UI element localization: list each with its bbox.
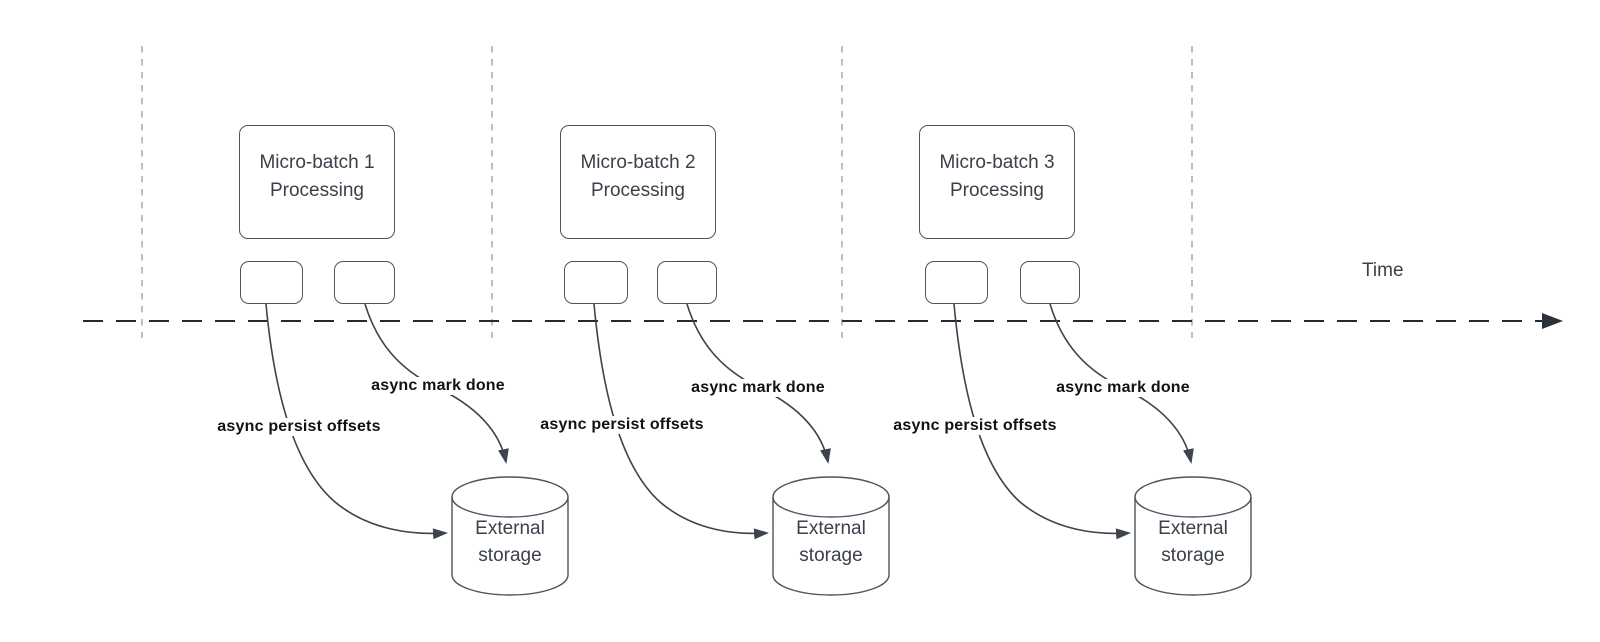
mark-done-label-3: async mark done: [1053, 379, 1193, 397]
done-task-box-2: [657, 261, 717, 304]
offset-task-box-3: [925, 261, 988, 304]
micro-batch-2-node: Micro-batch 2 Processing: [560, 125, 716, 239]
external-storage-label-2: External storage: [796, 518, 866, 566]
persist-offsets-arrow-3: [953, 303, 1131, 540]
done-task-box-1: [334, 261, 395, 304]
micro-batch-3-node: Micro-batch 3 Processing: [919, 125, 1075, 239]
external-storage-label-3: External storage: [1158, 518, 1228, 566]
micro-batch-1-node: Micro-batch 1 Processing: [239, 125, 395, 239]
mark-done-label-2: async mark done: [688, 379, 828, 397]
offset-task-box-1: [240, 261, 303, 304]
micro-batch-3-title: Micro-batch 3 Processing: [939, 152, 1055, 201]
persist-offsets-label-2: async persist offsets: [537, 416, 707, 434]
micro-batch-1-title: Micro-batch 1 Processing: [259, 152, 375, 201]
mark-done-label-1: async mark done: [368, 377, 508, 395]
done-task-box-3: [1020, 261, 1080, 304]
external-storage-cylinder-2: [772, 476, 890, 596]
external-storage-cylinder-1: [451, 476, 569, 596]
time-axis-label: Time: [1362, 260, 1404, 281]
offset-task-box-2: [564, 261, 628, 304]
micro-batch-2-title: Micro-batch 2 Processing: [580, 152, 696, 201]
external-storage-label-1: External storage: [475, 518, 545, 566]
external-storage-cylinder-3: [1134, 476, 1252, 596]
persist-offsets-arrow-1: [265, 303, 448, 540]
persist-offsets-arrow-2: [593, 303, 769, 540]
persist-offsets-label-1: async persist offsets: [214, 418, 384, 436]
persist-offsets-label-3: async persist offsets: [890, 417, 1060, 435]
